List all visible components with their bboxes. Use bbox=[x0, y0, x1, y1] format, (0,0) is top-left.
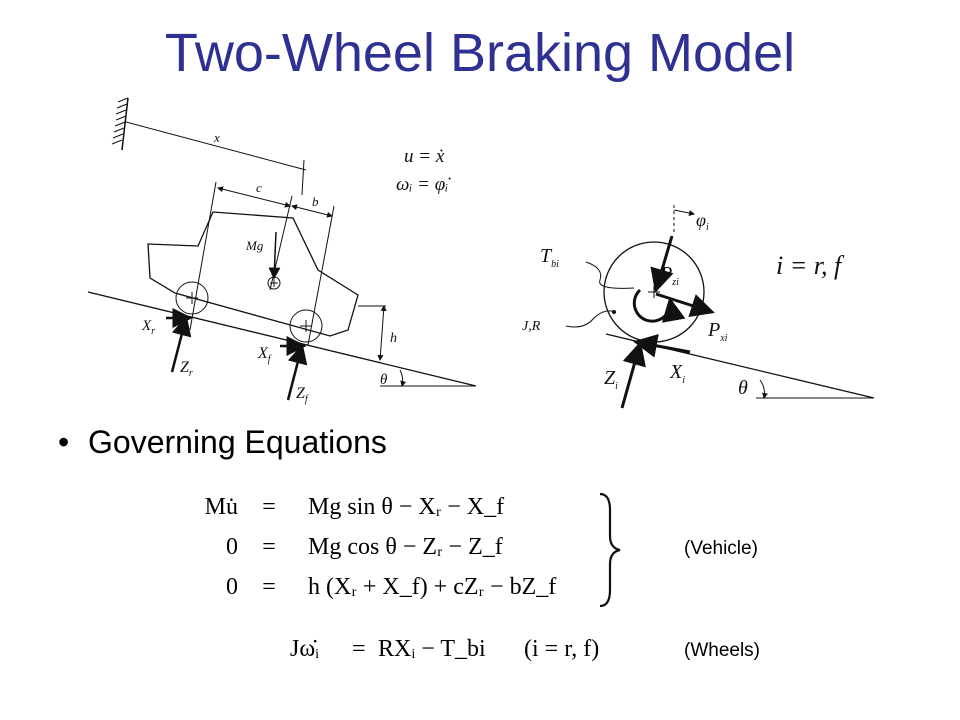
label-jr: J,R bbox=[522, 319, 541, 334]
label-pzi: Pzi bbox=[659, 263, 679, 288]
weight-arrow bbox=[268, 231, 281, 280]
car-labels: x c b Mg h θ Xr Zr Xf Zf bbox=[141, 130, 397, 405]
wall-hatch bbox=[111, 97, 129, 145]
ground-line bbox=[87, 291, 477, 387]
label-zr: Zr bbox=[180, 359, 193, 379]
torque-arc bbox=[632, 288, 686, 323]
eq1-op: = bbox=[262, 494, 276, 520]
x-dimension-line bbox=[125, 121, 307, 171]
eq3-op: = bbox=[262, 574, 276, 600]
kinematics: u = ẋ ωᵢ = φ̇ᵢ bbox=[396, 146, 451, 195]
x-tick bbox=[301, 159, 305, 196]
label-b: b bbox=[312, 194, 319, 209]
car-diagram bbox=[87, 97, 477, 401]
label-tbi: Tbi bbox=[540, 245, 559, 270]
label-h: h bbox=[390, 331, 397, 346]
theta-arc bbox=[399, 369, 407, 387]
kinematic-eq-2: ωᵢ = φ̇ᵢ bbox=[396, 174, 451, 195]
c-dimension bbox=[217, 186, 291, 208]
b-dimension bbox=[291, 204, 333, 218]
eq2-rhs: Mg cos θ − Zᵣ − Z_f bbox=[308, 534, 503, 560]
wheel-diagram bbox=[565, 205, 875, 409]
eq2-lhs: 0 bbox=[226, 534, 238, 560]
label-theta-car: θ bbox=[380, 372, 388, 388]
rear-axle-ref bbox=[189, 181, 217, 331]
wheel-theta-arc bbox=[759, 379, 768, 399]
label-xi: Xi bbox=[669, 361, 685, 386]
vehicle-brace bbox=[599, 492, 621, 608]
wheel-eq-op: = bbox=[352, 636, 366, 662]
front-axle-ref bbox=[307, 205, 335, 346]
cg-ref bbox=[269, 195, 293, 291]
wheel-eq-lhs: Jω̇ᵢ bbox=[290, 636, 320, 662]
label-zf: Zf bbox=[296, 385, 309, 405]
eq3-rhs: h (Xᵣ + X_f) + cZᵣ − bZ_f bbox=[308, 574, 557, 600]
eq2-op: = bbox=[262, 534, 276, 560]
bullet-dot: • bbox=[58, 424, 70, 460]
label-index: i = r, f bbox=[776, 251, 845, 280]
wheel-eq-rhs: RXᵢ − T_bi bbox=[378, 636, 486, 662]
jr-leader bbox=[565, 310, 617, 328]
label-theta-wheel: θ bbox=[738, 377, 748, 399]
xi-force-arrow bbox=[633, 334, 691, 358]
label-pxi: Pxi bbox=[707, 319, 728, 344]
label-zi: Zi bbox=[604, 367, 618, 392]
vehicle-note: (Vehicle) bbox=[684, 538, 758, 559]
label-c: c bbox=[256, 180, 262, 195]
label-xr: Xr bbox=[141, 318, 155, 337]
label-phi: φi bbox=[696, 210, 709, 233]
pzi-force-arrow bbox=[650, 235, 674, 293]
wheels-note: (Wheels) bbox=[684, 640, 761, 661]
zr-force-arrow bbox=[170, 315, 192, 373]
eq3-lhs: 0 bbox=[226, 574, 238, 600]
label-mg: Mg bbox=[245, 238, 264, 253]
h-dimension bbox=[377, 305, 387, 361]
eq1-lhs: Mu̇ bbox=[204, 494, 238, 520]
phi-arrow bbox=[673, 209, 695, 216]
bullet-governing-equations: • Governing Equations bbox=[58, 424, 387, 461]
tbi-leader bbox=[585, 261, 635, 289]
wheel-labels: φi Tbi J,R Pzi Pxi Zi Xi θ i = r, f bbox=[522, 210, 845, 399]
wall-line bbox=[121, 97, 129, 151]
bullet-text: Governing Equations bbox=[88, 424, 387, 460]
kinematic-eq-1: u = ẋ bbox=[404, 146, 445, 167]
zi-force-arrow bbox=[620, 341, 646, 409]
label-xf: Xf bbox=[257, 345, 272, 365]
zf-force-arrow bbox=[286, 343, 308, 401]
eq1-rhs: Mg sin θ − Xᵣ − X_f bbox=[308, 494, 505, 520]
label-x: x bbox=[213, 130, 220, 145]
wheel-eq-condition: (i = r, f) bbox=[524, 636, 600, 662]
slide-title: Two-Wheel Braking Model bbox=[164, 23, 796, 83]
car-body bbox=[147, 211, 359, 337]
